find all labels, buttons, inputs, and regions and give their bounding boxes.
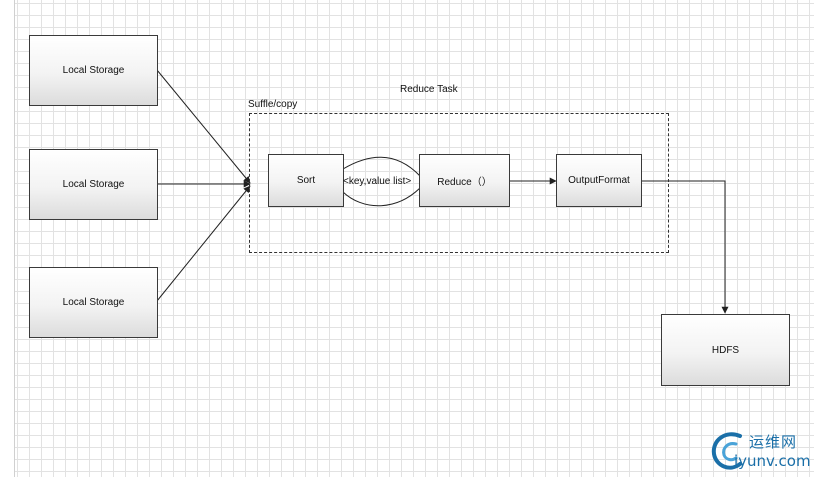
watermark-cn-text: 运维网 <box>749 433 798 451</box>
sort-box: Sort <box>268 154 344 207</box>
local-storage-label: Local Storage <box>62 179 125 190</box>
connector-storage1-shuffle <box>156 69 251 184</box>
hdfs-label: HDFS <box>711 344 740 356</box>
output-format-box: OutputFormat <box>556 154 642 207</box>
reduce-box: Reduce（） <box>419 154 510 207</box>
connector-sort-reduce-loop <box>342 156 421 177</box>
left-pane <box>0 0 15 477</box>
reduce-label: Reduce（） <box>437 177 492 188</box>
local-storage-label: Local Storage <box>62 297 125 308</box>
connector-output-hdfs <box>641 180 729 314</box>
region-title: Reduce Task <box>400 84 458 95</box>
connector-reduce-sort-loop <box>342 187 421 207</box>
hdfs-box: HDFS <box>661 314 790 386</box>
local-storage-box-2: Local Storage <box>29 149 158 220</box>
shuffle-label: Suffle/copy <box>248 99 298 110</box>
reduce-task-region <box>249 113 669 253</box>
watermark-logo: 运维网 iyunv.com <box>704 428 811 474</box>
local-storage-box-1: Local Storage <box>29 35 158 106</box>
sort-label: Sort <box>296 175 316 186</box>
local-storage-box-3: Local Storage <box>29 267 158 338</box>
local-storage-label: Local Storage <box>62 65 125 76</box>
connector-storage3-shuffle <box>156 185 251 302</box>
watermark-swirl-icon <box>711 432 742 470</box>
output-format-label: OutputFormat <box>568 175 630 186</box>
watermark-en-text: iyunv.com <box>734 452 811 470</box>
key-value-list-label: <key,value list> <box>343 176 412 187</box>
